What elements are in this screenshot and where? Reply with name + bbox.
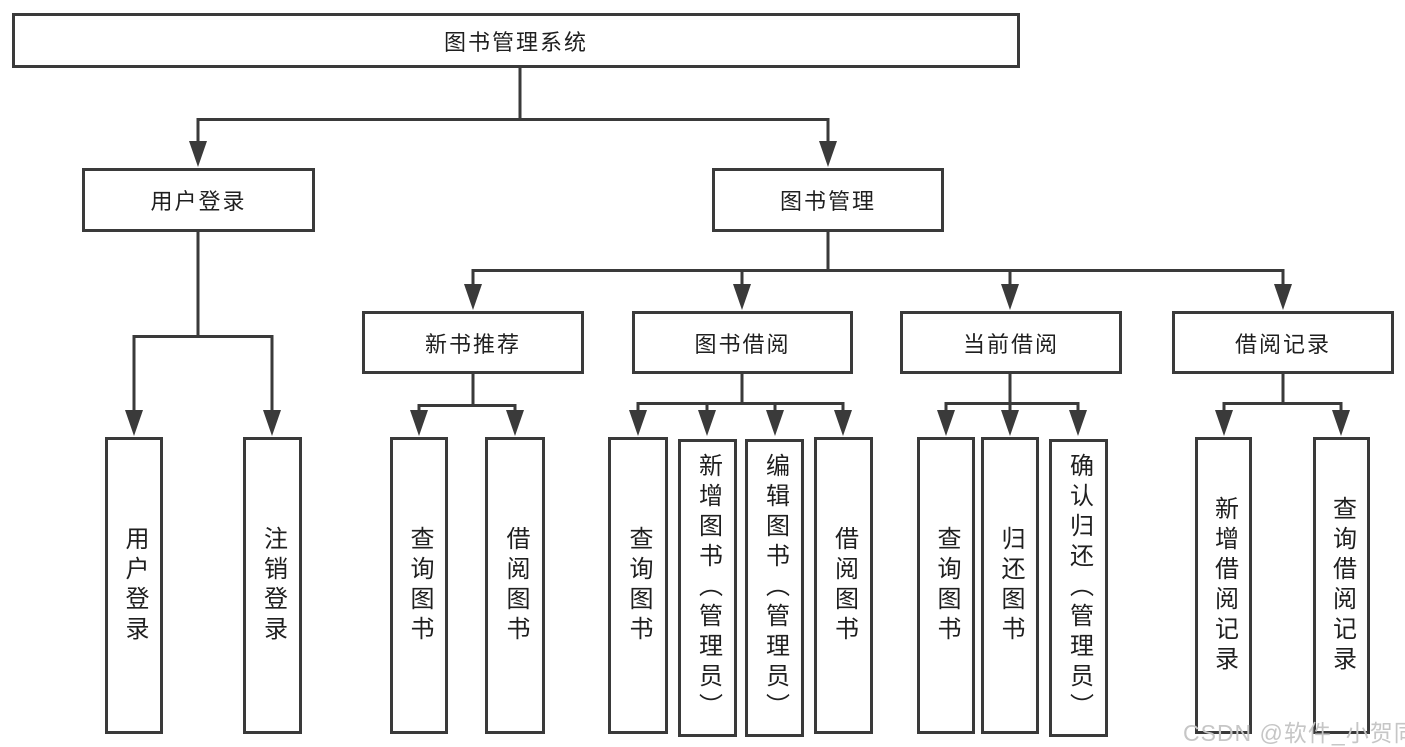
node-borrowing-records: 借阅记录 [1172, 311, 1394, 374]
node-label: 借阅记录 [1234, 331, 1331, 357]
node-label: 借阅图书 [830, 525, 858, 646]
node-book-borrowing: 图书借阅 [632, 311, 853, 374]
node-label: 确认归还（管理员） [1065, 453, 1093, 723]
node-label: 查询借阅记录 [1328, 495, 1356, 676]
leaf-edit-books-admin: 编辑图书（管理员） [745, 439, 804, 737]
leaf-return-books: 归还图书 [981, 437, 1039, 734]
leaf-borrow-books: 借阅图书 [485, 437, 545, 734]
node-label: 归还图书 [997, 525, 1024, 646]
leaf-logout: 注销登录 [243, 437, 302, 734]
leaf-query-books: 查询图书 [390, 437, 448, 734]
leaf-confirm-return-admin: 确认归还（管理员） [1049, 439, 1108, 737]
leaf-query-books: 查询图书 [608, 437, 668, 734]
node-label: 新书推荐 [424, 331, 521, 357]
csdn-watermark: CSDN @软件_小贺同学 [1183, 720, 1405, 746]
node-label: 图书管理 [779, 189, 876, 214]
node-label: 新增图书（管理员） [694, 453, 722, 723]
node-label: 用户登录 [121, 525, 148, 646]
node-label: 用户登录 [150, 189, 247, 214]
leaf-add-borrow-record: 新增借阅记录 [1195, 437, 1252, 734]
node-label: 图书管理系统 [443, 29, 588, 55]
leaf-query-books: 查询图书 [917, 437, 975, 734]
leaf-query-borrow-record: 查询借阅记录 [1313, 437, 1370, 734]
node-user-login: 用户登录 [82, 168, 315, 232]
node-label: 查询图书 [406, 525, 433, 646]
leaf-borrow-books: 借阅图书 [814, 437, 873, 734]
node-label: 编辑图书（管理员） [761, 453, 789, 723]
node-label: 当前借阅 [962, 331, 1059, 357]
node-label: 查询图书 [625, 525, 652, 646]
node-label: 查询图书 [933, 525, 960, 646]
node-library-management-system: 图书管理系统 [12, 13, 1020, 68]
node-book-management: 图书管理 [712, 168, 944, 232]
node-label: 新增借阅记录 [1210, 495, 1238, 676]
node-label: 借阅图书 [502, 525, 529, 646]
leaf-user-login: 用户登录 [105, 437, 163, 734]
leaf-add-books-admin: 新增图书（管理员） [678, 439, 737, 737]
node-label: 注销登录 [259, 525, 287, 646]
node-label: 图书借阅 [694, 331, 791, 357]
node-new-book-recommendation: 新书推荐 [362, 311, 584, 374]
node-current-borrowing: 当前借阅 [900, 311, 1122, 374]
